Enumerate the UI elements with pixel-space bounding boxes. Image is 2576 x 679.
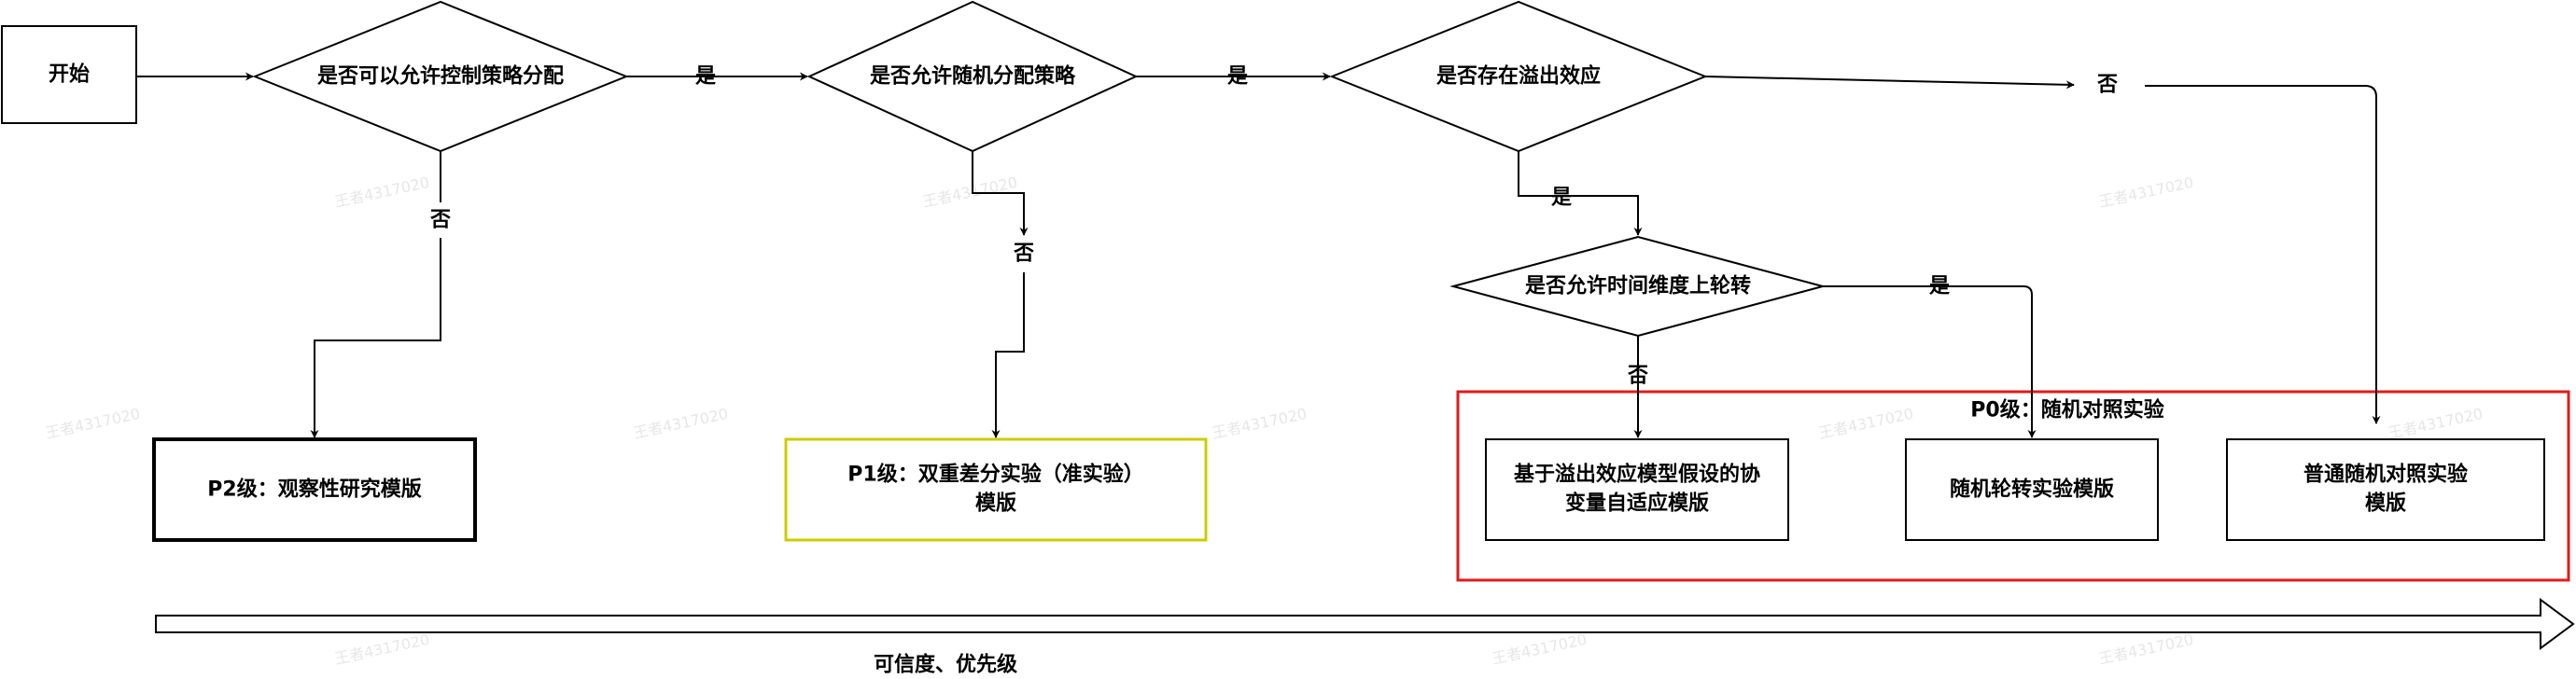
template-p1-label-line1: P1级：双重差分实验（准实验）: [847, 463, 1143, 487]
watermark-text: 王者4317020: [2097, 173, 2195, 211]
watermark-text: 王者4317020: [2387, 405, 2485, 442]
priority-axis-arrow: [155, 598, 2575, 650]
decision-control-strategy-label: 是否可以允许控制策略分配: [317, 64, 564, 89]
template-rotation-label: 随机轮转实验模版: [1950, 478, 2114, 502]
template-rct-label-line1: 普通随机对照实验: [2303, 463, 2468, 487]
edge-random-yes-label: 是: [1227, 65, 1248, 89]
edge-rotation-yes-label: 是: [1929, 275, 1950, 298]
template-rct-label-line2: 模版: [2365, 492, 2406, 516]
template-spillover-adaptive[interactable]: [1485, 438, 1789, 541]
edge-spillover-no: [1704, 76, 2075, 90]
edge-control-no-label: 否: [429, 209, 451, 232]
start-node-label: 开始: [49, 62, 90, 87]
edge-spillover-yes: [1518, 151, 1643, 236]
watermark-text: 王者4317020: [1491, 630, 1589, 668]
start-node[interactable]: [1, 25, 137, 124]
decision-spillover-label: 是否存在溢出效应: [1436, 64, 1601, 89]
edge-rotation-yes: [1823, 285, 2037, 438]
edge-random-no: [972, 151, 1029, 236]
decision-random-allocation-label: 是否允许随机分配策略: [870, 64, 1076, 89]
watermark-text: 王者4317020: [1817, 405, 1915, 442]
watermark-text: 王者4317020: [44, 405, 142, 442]
watermark-text: 王者4317020: [333, 173, 431, 211]
decision-time-rotation-label: 是否允许时间维度上轮转: [1525, 274, 1751, 298]
template-adaptive-label-line2: 变量自适应模版: [1565, 492, 1709, 516]
watermark-text: 王者4317020: [1211, 405, 1309, 442]
template-p2-observational[interactable]: [152, 437, 477, 542]
edge-random-no-label: 否: [1013, 242, 1034, 266]
priority-axis-label: 可信度、优先级: [874, 653, 1017, 677]
edge-spillover-no-to-rct: [2145, 85, 2381, 424]
watermark-text: 王者4317020: [2097, 630, 2195, 668]
edge-spillover-no-label: 否: [2096, 74, 2118, 97]
template-adaptive-label-line1: 基于溢出效应模型假设的协: [1514, 463, 1760, 487]
edge-random-no-to-p1: [991, 272, 1025, 438]
watermark-text: 王者4317020: [921, 173, 1019, 211]
watermark-text: 王者4317020: [333, 630, 431, 668]
template-random-rotation[interactable]: [1905, 438, 2159, 541]
p0-group-frame: [1456, 390, 2570, 582]
template-p2-label: P2级：观察性研究模版: [207, 478, 421, 502]
watermark-text: 王者4317020: [632, 405, 730, 442]
edge-control-no-to-p2: [310, 238, 441, 438]
template-p1-label-line2: 模版: [975, 492, 1016, 516]
template-p1-did[interactable]: [784, 437, 1208, 542]
edge-rotation-no-label: 否: [1627, 365, 1648, 388]
template-standard-rct[interactable]: [2226, 438, 2545, 541]
edge-control-yes-label: 是: [695, 65, 716, 89]
p0-group-title: P0级：随机对照实验: [1970, 398, 2163, 423]
edge-spillover-yes-label: 是: [1551, 187, 1572, 210]
